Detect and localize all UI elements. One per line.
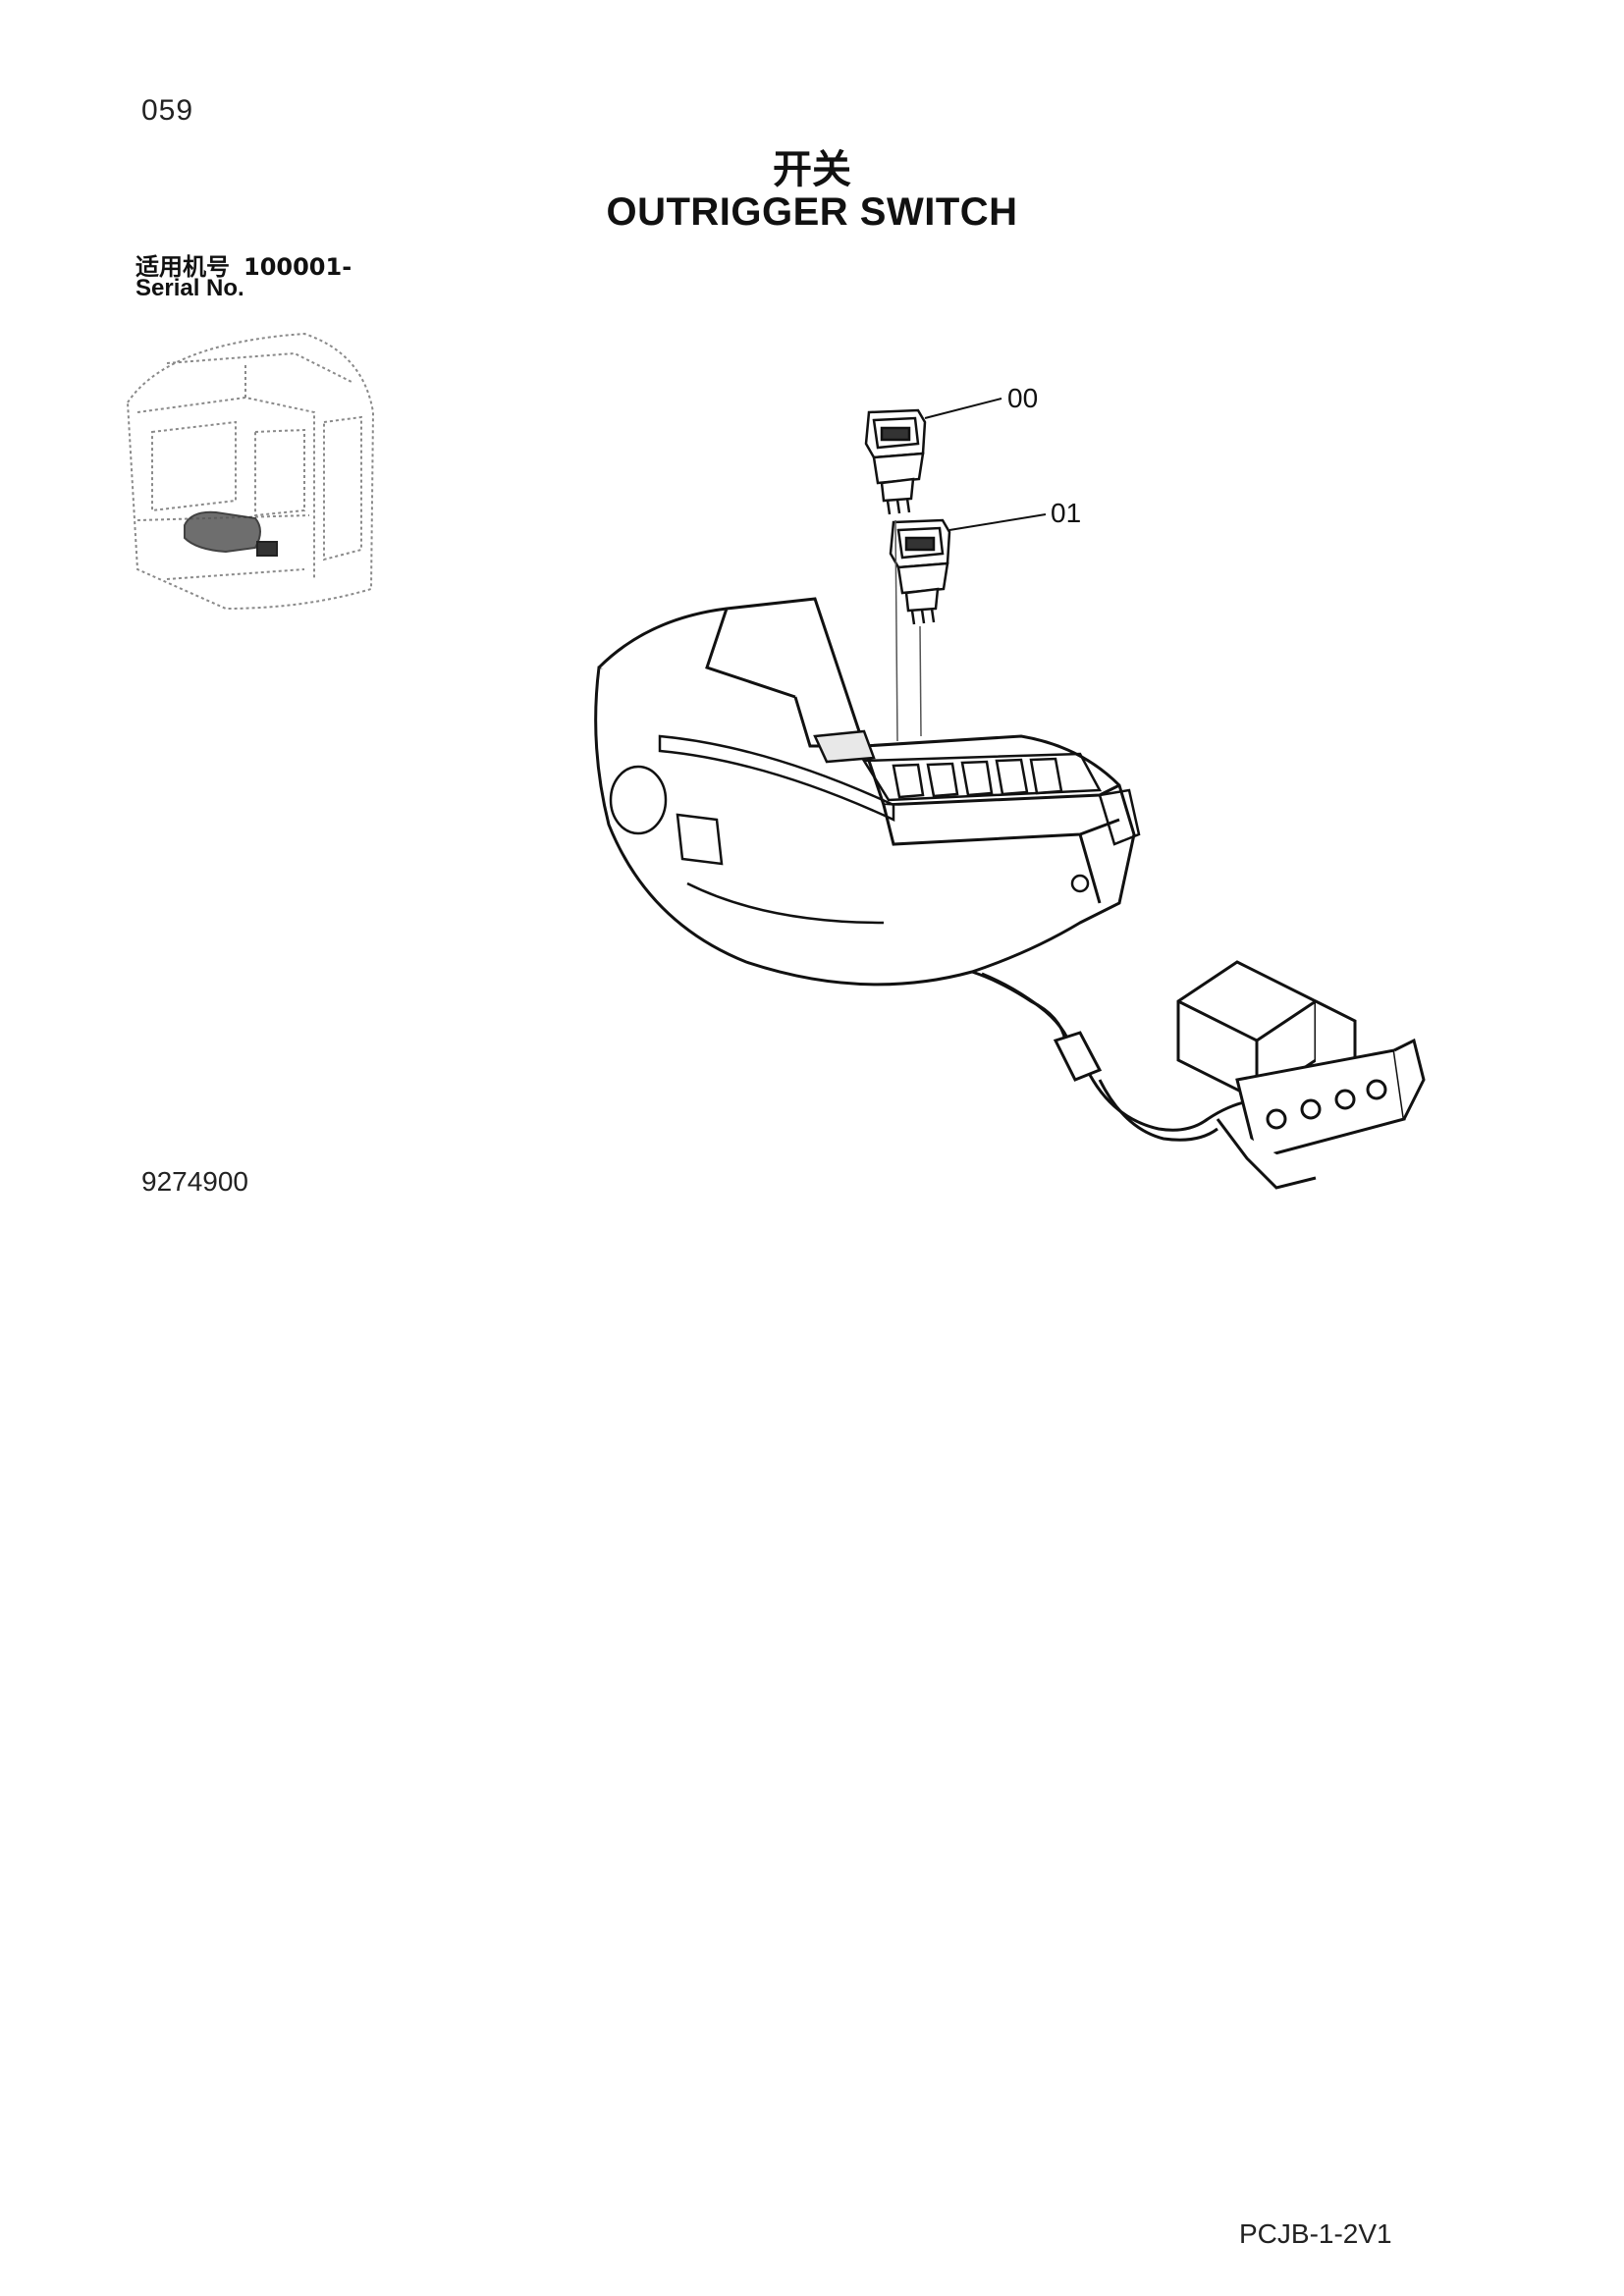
relay-box-assembly — [1176, 960, 1426, 1190]
wiring-harness — [971, 970, 1268, 1142]
serial-label-chinese: 适用机号 — [135, 253, 230, 281]
page-title-chinese: 开关 — [773, 147, 851, 192]
page-title: OUTRIGGER SWITCH — [606, 190, 1018, 234]
locator-console-highlight — [184, 510, 278, 557]
serial-label: Serial No. — [135, 275, 244, 301]
callout-01: 01 — [1051, 498, 1081, 528]
locator-cab-illustration — [126, 332, 375, 611]
document-code: PCJB-1-2V1 — [1239, 2218, 1392, 2249]
console-body — [594, 597, 1136, 987]
figure-number: 9274900 — [141, 1166, 249, 1197]
switch-part-00 — [864, 408, 927, 515]
callout-00: 00 — [1007, 383, 1038, 413]
serial-from: 100001- — [244, 253, 352, 281]
page-number: 059 — [141, 94, 194, 127]
console-switch-panel — [813, 729, 1103, 802]
console-side-details — [609, 734, 1141, 925]
switch-part-01 — [889, 518, 951, 625]
serial-range: 适用机号 100001- — [135, 247, 352, 282]
exploded-view-diagram: 00 01 — [594, 383, 1426, 1190]
